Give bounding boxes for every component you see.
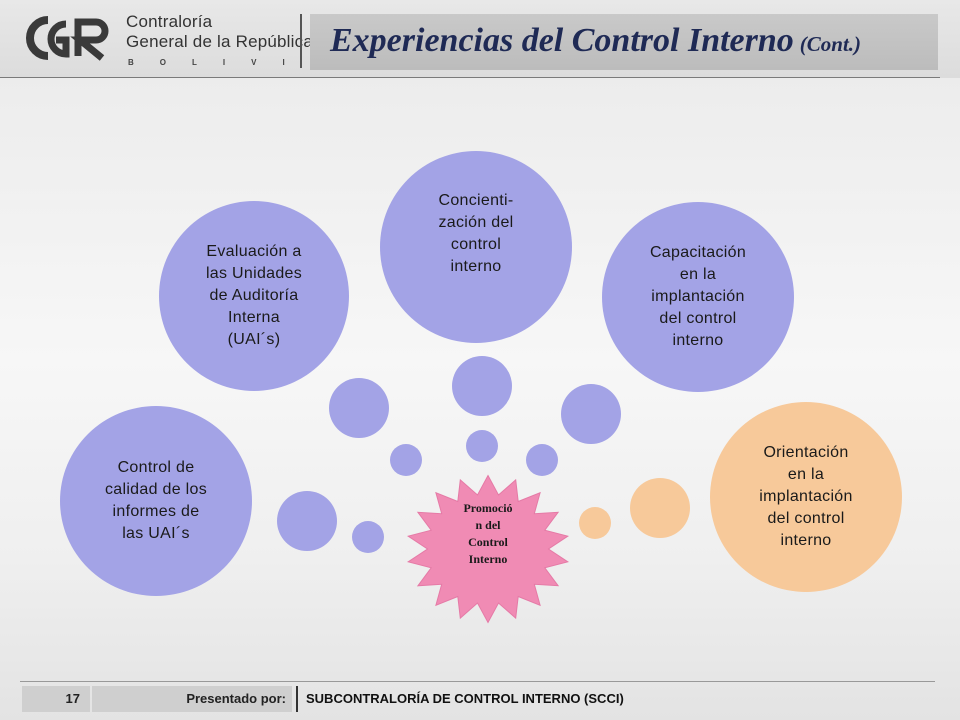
node-evaluacion-uai: Evaluación a las Unidades de Auditoría I…	[159, 201, 349, 391]
title-band: Experiencias del Control Interno(Cont.)	[310, 14, 938, 70]
title-main: Experiencias del Control Interno	[330, 22, 794, 59]
connector-bubble	[579, 507, 611, 539]
node-label: Evaluación a las Unidades de Auditoría I…	[205, 243, 303, 348]
presenter-organization: SUBCONTRALORÍA DE CONTROL INTERNO (SCCI)	[306, 691, 624, 706]
center-label: Promoció n del Control Interno	[463, 501, 513, 566]
connector-bubble	[561, 384, 621, 444]
page-number: 17	[22, 686, 90, 712]
presented-by-label: Presentado por:	[92, 686, 292, 712]
connector-bubble	[277, 491, 337, 551]
node-label: Control de calidad de los informes de la…	[104, 459, 208, 542]
footer-rule	[20, 681, 935, 682]
logo-text-line1: Contraloría	[126, 12, 213, 31]
footer-divider	[296, 686, 298, 712]
node-control-calidad: Control de calidad de los informes de la…	[60, 406, 252, 596]
connector-bubble	[466, 430, 498, 462]
node-label: Concienti- zación del control interno	[438, 192, 514, 275]
header-divider	[300, 14, 302, 68]
node-label: Capacitación en la implantación del cont…	[649, 244, 747, 349]
title-suffix: (Cont.)	[799, 32, 862, 56]
connector-bubble	[329, 378, 389, 438]
cgr-logo-mark	[26, 16, 109, 61]
logo-country: BOLIVIA	[128, 58, 343, 67]
node-concientizacion: Concienti- zación del control interno	[380, 151, 572, 343]
connector-bubble	[452, 356, 512, 416]
connector-bubble	[390, 444, 422, 476]
node-capacitacion: Capacitación en la implantación del cont…	[602, 202, 794, 392]
connector-bubble	[526, 444, 558, 476]
node-label: Orientación en la implantación del contr…	[759, 444, 853, 549]
connector-bubble	[352, 521, 384, 553]
connector-bubble	[630, 478, 690, 538]
logo: Contraloría General de la República BOLI…	[18, 10, 316, 72]
page-title: Experiencias del Control Interno(Cont.)	[330, 22, 861, 60]
node-orientacion: Orientación en la implantación del contr…	[710, 402, 902, 592]
center-starburst	[406, 474, 570, 624]
header-rule	[0, 77, 940, 78]
logo-text-line2: General de la República	[126, 32, 313, 51]
